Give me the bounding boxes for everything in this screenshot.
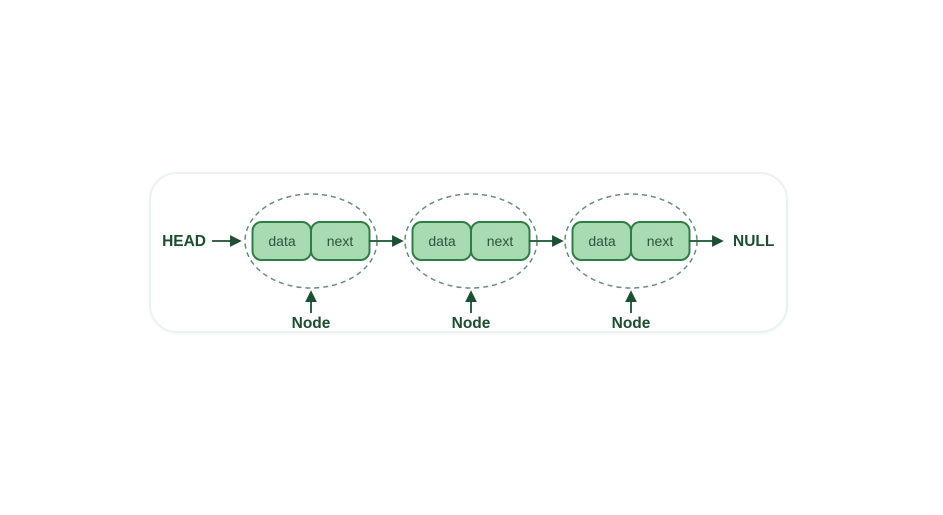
data-cell-label: data	[588, 233, 615, 249]
node-group: data next Node	[404, 193, 564, 332]
node-group: data next Node	[564, 193, 724, 332]
node-group: data next Node	[244, 193, 404, 332]
node-caption: Node	[292, 315, 331, 332]
node-caption: Node	[452, 315, 491, 332]
data-cell-label: data	[268, 233, 295, 249]
head-label: HEAD	[162, 233, 206, 250]
node-caption: Node	[612, 315, 651, 332]
next-cell-label: next	[327, 233, 354, 249]
next-cell-label: next	[647, 233, 674, 249]
next-cell-label: next	[487, 233, 514, 249]
null-label: NULL	[733, 233, 774, 250]
data-cell-label: data	[428, 233, 455, 249]
